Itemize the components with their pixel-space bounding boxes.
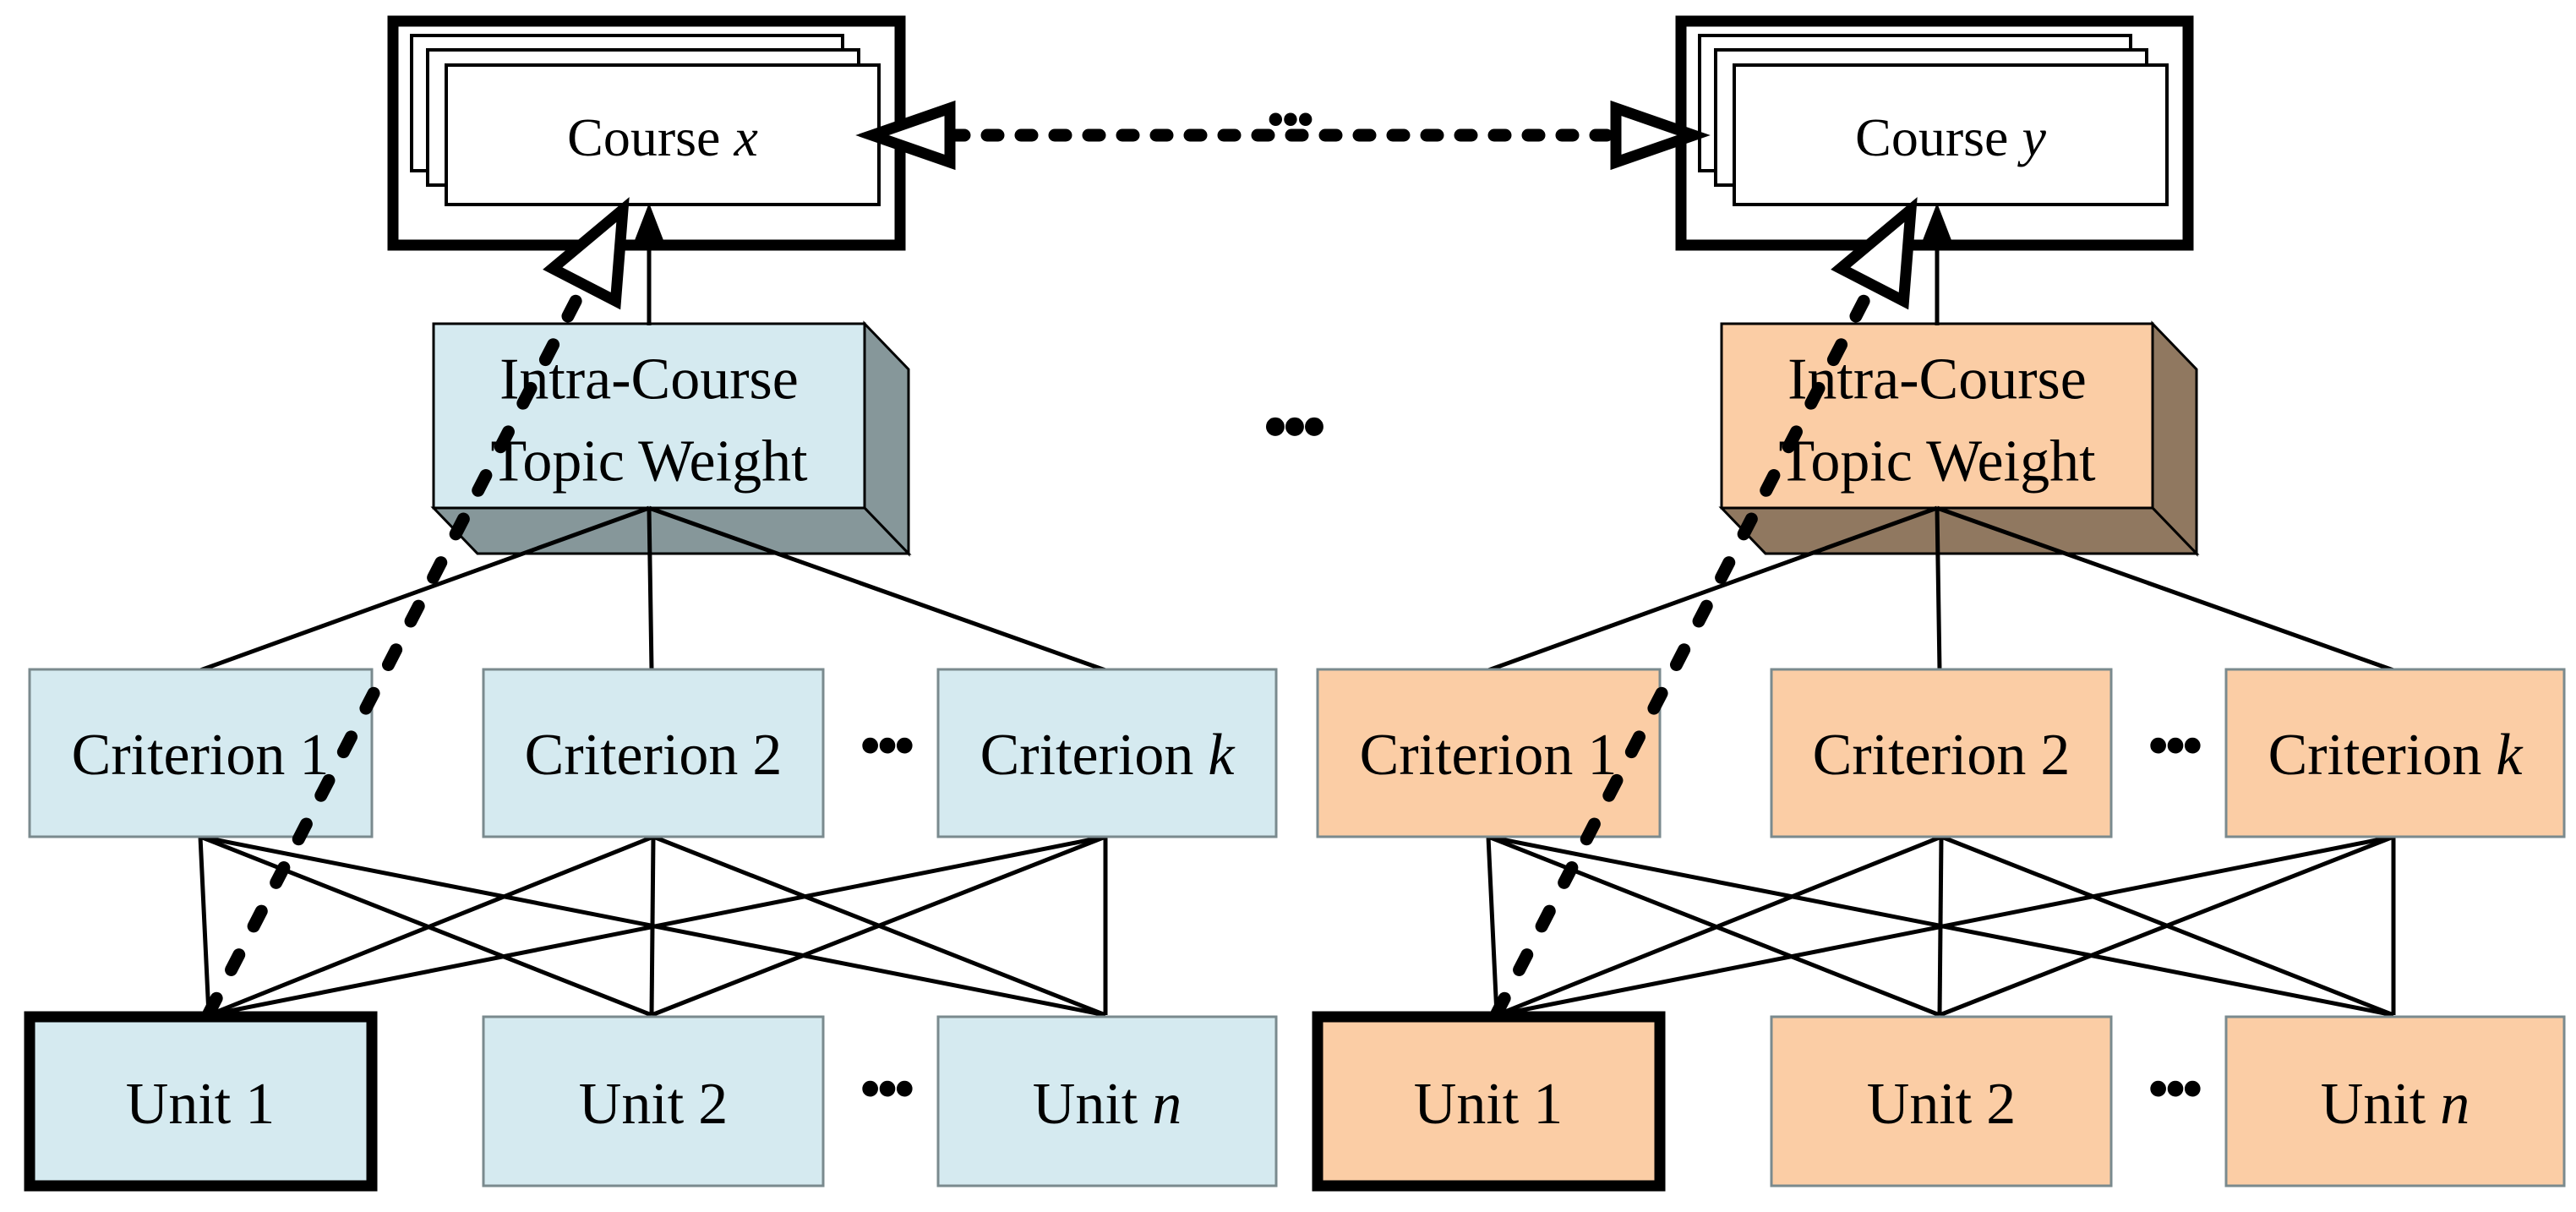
right-units-ellipsis: ··· bbox=[2142, 1035, 2201, 1143]
left-link-c1-u1 bbox=[198, 836, 211, 1016]
top-middle-ellipsis: ··· bbox=[1262, 74, 1312, 164]
right-link-ck-u1 bbox=[1496, 834, 2394, 1018]
left-unit-n-box bbox=[936, 1015, 1278, 1187]
right-unit1-to-course-open-arrowhead-icon bbox=[1831, 197, 1918, 310]
left-unit1-to-course-open-arrowhead-icon bbox=[543, 197, 630, 310]
right-intra-box-front-face bbox=[1720, 322, 2154, 510]
right-criteria-ellipsis: ··· bbox=[2142, 692, 2201, 800]
right-intra-course-topic-weight-box: Intra-Course Topic Weight bbox=[1718, 320, 2200, 557]
right-unit-2-box bbox=[1770, 1015, 2113, 1187]
right-intra-label-line2: Topic Weight bbox=[1778, 429, 2096, 494]
right-link-c1-u1 bbox=[1486, 836, 1499, 1016]
left-intra-box-front-face bbox=[432, 322, 866, 510]
right-unit1-to-course-dashed-line bbox=[1490, 281, 1877, 1020]
left-criteria-ellipsis: ··· bbox=[854, 692, 913, 800]
right-criteria-units-links bbox=[1486, 834, 2396, 1018]
left-units-ellipsis: ··· bbox=[854, 1035, 913, 1143]
right-link-ck-u2 bbox=[1939, 834, 2394, 1018]
left-intra-course-topic-weight-box: Intra-Course Topic Weight bbox=[430, 320, 912, 557]
left-criterion-1-box bbox=[28, 668, 374, 838]
left-link-ck-u2 bbox=[651, 834, 1106, 1018]
right-intra-to-criteria-fan bbox=[1487, 505, 2394, 673]
right-criterion-2-box bbox=[1770, 668, 2113, 838]
course-y-sheet-front bbox=[1733, 63, 2169, 206]
link-left-open-arrowhead-icon bbox=[855, 100, 956, 171]
right-criterion-k-box bbox=[2224, 668, 2566, 838]
left-link-ck-u1 bbox=[208, 834, 1106, 1018]
right-link-c2-u1 bbox=[1496, 834, 1942, 1018]
right-fan-line-c2 bbox=[1935, 507, 1942, 671]
left-link-c2-u1 bbox=[208, 834, 654, 1018]
right-intra-to-course-arrowhead-icon bbox=[1920, 203, 1954, 247]
mid-middle-ellipsis: ··· bbox=[1256, 364, 1323, 490]
right-criterion-1-box bbox=[1316, 668, 1662, 838]
left-intra-to-criteria-fan bbox=[199, 505, 1106, 673]
left-fan-line-c1 bbox=[199, 505, 650, 673]
left-unit-2-box bbox=[482, 1015, 825, 1187]
left-unit1-to-course-dashed-line bbox=[202, 281, 589, 1020]
left-intra-to-course-arrowhead-icon bbox=[632, 203, 666, 247]
inter-course-links: ··· ··· bbox=[855, 74, 1711, 490]
right-fan-line-c1 bbox=[1487, 505, 1938, 673]
right-unit-1-box-highlighted bbox=[1312, 1011, 1666, 1192]
right-fan-line-ck bbox=[1936, 505, 2394, 673]
course-x-sheet-front bbox=[445, 63, 881, 206]
left-fan-line-c2 bbox=[647, 507, 654, 671]
left-intra-label-line2: Topic Weight bbox=[490, 429, 808, 494]
left-criterion-2-box bbox=[482, 668, 825, 838]
left-criterion-k-box bbox=[936, 668, 1278, 838]
link-right-open-arrowhead-icon bbox=[1610, 100, 1711, 171]
left-unit-1-box-highlighted bbox=[24, 1011, 378, 1192]
right-unit-n-box bbox=[2224, 1015, 2566, 1187]
left-fan-line-ck bbox=[648, 505, 1106, 673]
left-criteria-units-links bbox=[198, 834, 1108, 1018]
